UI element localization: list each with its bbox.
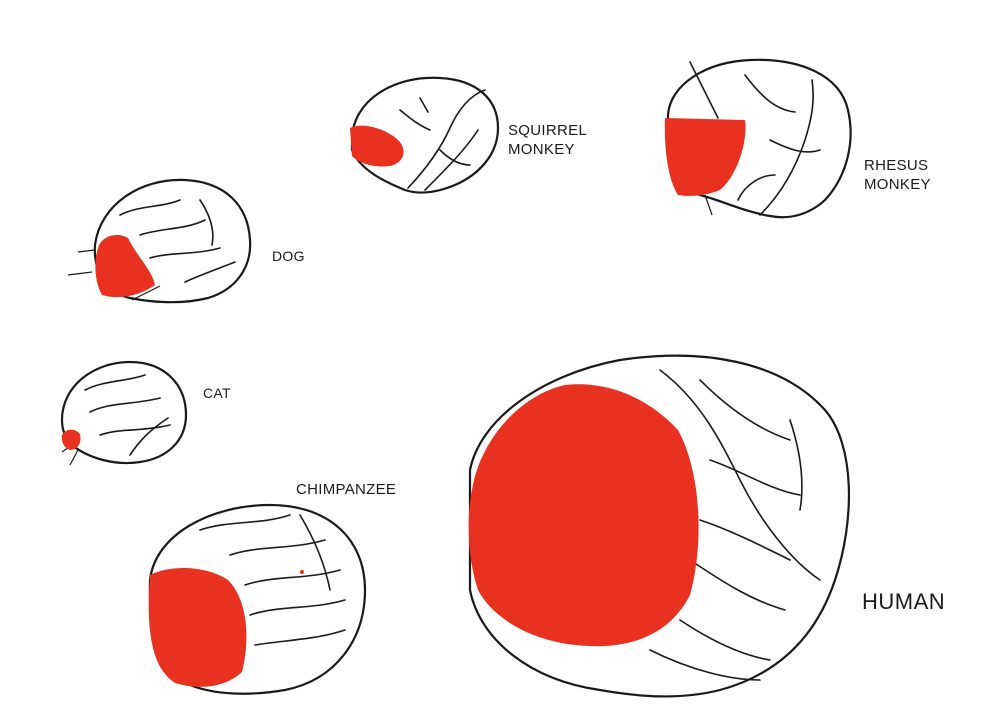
cat-brain xyxy=(62,362,186,465)
label-chimpanzee-line1: CHIMPANZEE xyxy=(296,481,396,500)
label-rhesus-monkey: RHESUS MONKEY xyxy=(864,157,931,195)
label-dog-line1: DOG xyxy=(272,248,305,266)
label-cat: CAT xyxy=(203,385,231,403)
label-cat-line1: CAT xyxy=(203,385,231,403)
label-squirrel-monkey: SQUIRREL MONKEY xyxy=(508,122,587,160)
squirrel-monkey-brain xyxy=(350,78,498,193)
rhesus-monkey-brain xyxy=(665,60,851,217)
label-dog: DOG xyxy=(272,248,305,266)
label-rhesus-monkey-line1: RHESUS xyxy=(864,157,931,176)
label-chimpanzee: CHIMPANZEE xyxy=(296,481,396,500)
label-squirrel-monkey-line2: MONKEY xyxy=(508,141,587,160)
label-human: HUMAN xyxy=(862,588,945,616)
chimpanzee-prefrontal-region xyxy=(149,568,247,687)
dog-brain xyxy=(68,180,250,302)
chimpanzee-brain xyxy=(149,505,365,694)
label-squirrel-monkey-line1: SQUIRREL xyxy=(508,122,587,141)
label-human-line1: HUMAN xyxy=(862,588,945,616)
human-brain xyxy=(469,356,849,697)
label-rhesus-monkey-line2: MONKEY xyxy=(864,176,931,195)
